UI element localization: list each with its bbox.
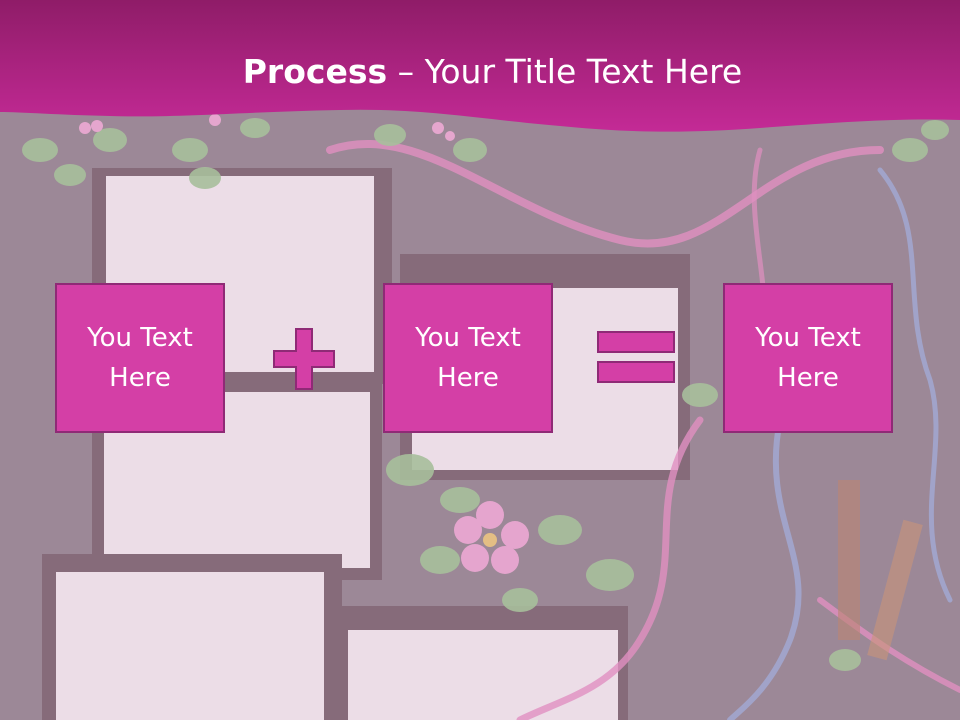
process-box-3-label: You Text Here	[755, 323, 861, 393]
slide-title: Process – Your Title Text Here	[0, 52, 960, 91]
process-box-2-label: You Text Here	[415, 323, 521, 393]
process-box-1[interactable]: You Text Here	[55, 283, 225, 433]
title-rest: – Your Title Text Here	[387, 52, 743, 91]
plus-icon	[273, 328, 335, 390]
process-box-1-label: You Text Here	[87, 323, 193, 393]
process-box-3[interactable]: You Text Here	[723, 283, 893, 433]
leaves	[22, 118, 949, 671]
header-band	[0, 0, 960, 132]
equals-icon	[597, 331, 675, 383]
process-box-2[interactable]: You Text Here	[383, 283, 553, 433]
pencils	[838, 480, 923, 661]
title-bold: Process	[242, 52, 388, 91]
flowers	[79, 114, 529, 574]
